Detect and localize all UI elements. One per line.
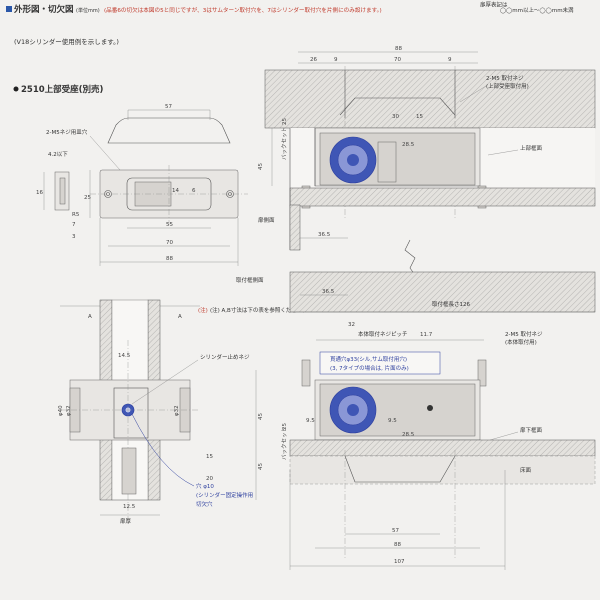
frame-side-label: 取付框側面	[236, 276, 264, 284]
upper-frame-band	[264, 69, 596, 129]
bottom-backset: バックセット	[281, 427, 288, 460]
top-dim-26: 26	[310, 57, 317, 63]
bottom-view-drawing: 取付框側面 36.5 取付框長さ126 32 本体取付ネジピッチ 11.7 2-…	[236, 271, 596, 570]
bottom-dim-107: 107	[394, 559, 405, 565]
dim-125: 12.5	[123, 504, 136, 510]
dim-14: 14	[172, 188, 179, 194]
through-label: 貫通穴φ33(シル,サム取付用穴)	[330, 355, 407, 363]
subnote: (V18シリンダー使用例を示します。)	[14, 37, 119, 46]
cylinder-screw-label: シリンダー止めネジ	[200, 353, 250, 361]
dim-r5: R5	[72, 212, 80, 218]
top-dim-88: 88	[395, 46, 402, 52]
break-line	[404, 239, 416, 276]
top-screw-label: 2-M5 取付ネジ	[486, 74, 524, 82]
top-dim-365: 36.5	[318, 232, 331, 238]
strike-plate-drawing: 57 2-M5ネジ用皿穴 14 6 R5 3 55 70 88 25 4.2以下	[36, 104, 248, 266]
dim-25: 25	[84, 195, 91, 201]
top-dim-25: 25	[282, 118, 288, 125]
header-unit: (単位mm)	[76, 7, 100, 14]
bottom-dim-45: 45	[258, 463, 264, 470]
door-side-label: 扉側面	[258, 216, 275, 224]
dim-3: 3	[72, 234, 76, 240]
header-title: 外形図・切欠図	[13, 4, 74, 15]
top-dim-70: 70	[394, 57, 401, 63]
bottom-strike	[344, 455, 456, 483]
top-dim-15: 15	[416, 114, 423, 120]
side-note: (注) A,B寸法は下の表を参照ください。	[210, 306, 308, 314]
dim-7: 7	[72, 222, 76, 228]
bottom-screw-post-left	[301, 359, 311, 387]
frame-len-label: 取付框長さ126	[432, 300, 470, 308]
top-dim-30: 30	[392, 114, 399, 120]
screw-hole-label: 2-M5ネジ用皿穴	[46, 128, 88, 136]
bottom-screw-post-right	[477, 359, 487, 387]
dim-16: 16	[36, 190, 43, 196]
dim-88: 88	[166, 256, 173, 262]
header-square-icon	[6, 6, 12, 12]
dim-55: 55	[166, 222, 173, 228]
bottom-dim-57: 57	[392, 528, 399, 534]
bottom-screw-sub: (本体取付用)	[505, 338, 537, 346]
side-note-mark: (注)	[198, 306, 208, 314]
bottom-screw-icon	[427, 405, 433, 411]
top-frame-lower	[289, 187, 596, 207]
upper-frame-label: 上部框面	[520, 144, 543, 152]
dim-phi40: φ40	[58, 405, 64, 416]
floor-band	[289, 455, 596, 485]
top-dim-9a: 9	[334, 57, 338, 63]
top-dim-285: 28.5	[402, 142, 415, 148]
bottom-screw-label: 2-M5 取付ネジ	[505, 330, 543, 338]
bottom-dim-95a: 9.5	[306, 418, 315, 424]
lower-frame-label: 扉下框面	[520, 426, 543, 434]
side-view-drawing: (注) (注) A,B寸法は下の表を参照ください。 A B B A 14.5 シ…	[58, 299, 308, 525]
thickness-value: ◯◯mm以上～◯◯mm未満	[500, 6, 574, 14]
dim-phi32a: φ32	[66, 405, 72, 416]
dim-70: 70	[166, 240, 173, 246]
top-backset: バックセット	[281, 127, 288, 160]
latch-bar	[121, 447, 137, 495]
thickness-label: 扉厚表記は	[480, 1, 508, 9]
through-hole-callout	[319, 351, 441, 375]
hole-sub2: 切欠穴	[196, 500, 213, 508]
dim-20: 20	[206, 476, 213, 482]
dim-57: 57	[165, 104, 172, 110]
door-side-hatch	[289, 204, 301, 251]
floor-label: 床面	[520, 466, 532, 474]
bullet-icon	[13, 86, 19, 92]
through-sub: (3, 7タイプの場合は, 片面のみ)	[330, 364, 409, 372]
bottom-dim-25: 25	[282, 423, 288, 430]
top-view-drawing: 88 26 9 70 9 2-M5 取付ネジ (上部受座取付用) 28.5 30…	[258, 46, 596, 251]
bottom-dim-88: 88	[394, 542, 401, 548]
bottom-frame-band	[289, 271, 596, 313]
pitch-value: 11.7	[420, 332, 433, 338]
header-note: (品番6の切欠は本図の5と同じですが、3はサムターン取付穴を、7はシリンダー取付…	[104, 6, 382, 14]
lower-frame-band	[289, 439, 596, 457]
bottom-dim-285: 28.5	[402, 432, 415, 438]
section2-title: 2510上部受座(別売)	[21, 84, 104, 95]
top-dim-45: 45	[258, 163, 264, 170]
bottom-dim-32: 32	[348, 322, 355, 328]
dim-6: 6	[192, 188, 196, 194]
top-dim-9b: 9	[448, 57, 452, 63]
bottom-dim-95b: 9.5	[388, 418, 397, 424]
bottom-dim-365: 36.5	[322, 289, 335, 295]
dim-145: 14.5	[118, 353, 131, 359]
dim-phi32b: φ32	[174, 405, 180, 416]
r-label: 4.2以下	[48, 151, 68, 158]
door-thick-label: 扉厚	[120, 517, 132, 525]
hole-label: 穴 φ10	[196, 482, 214, 490]
top-screw-sub: (上部受座取付用)	[486, 82, 529, 90]
dim-15: 15	[206, 454, 213, 460]
side-dim-45: 45	[258, 413, 264, 420]
strike-top-outline	[107, 117, 231, 144]
dim-a-right: A	[178, 314, 182, 320]
pitch-label: 本体取付ネジピッチ	[358, 330, 408, 338]
hole-sub: (シリンダー固定操作用	[196, 491, 253, 499]
upper-strike	[339, 97, 456, 116]
dim-a-left: A	[88, 314, 92, 320]
